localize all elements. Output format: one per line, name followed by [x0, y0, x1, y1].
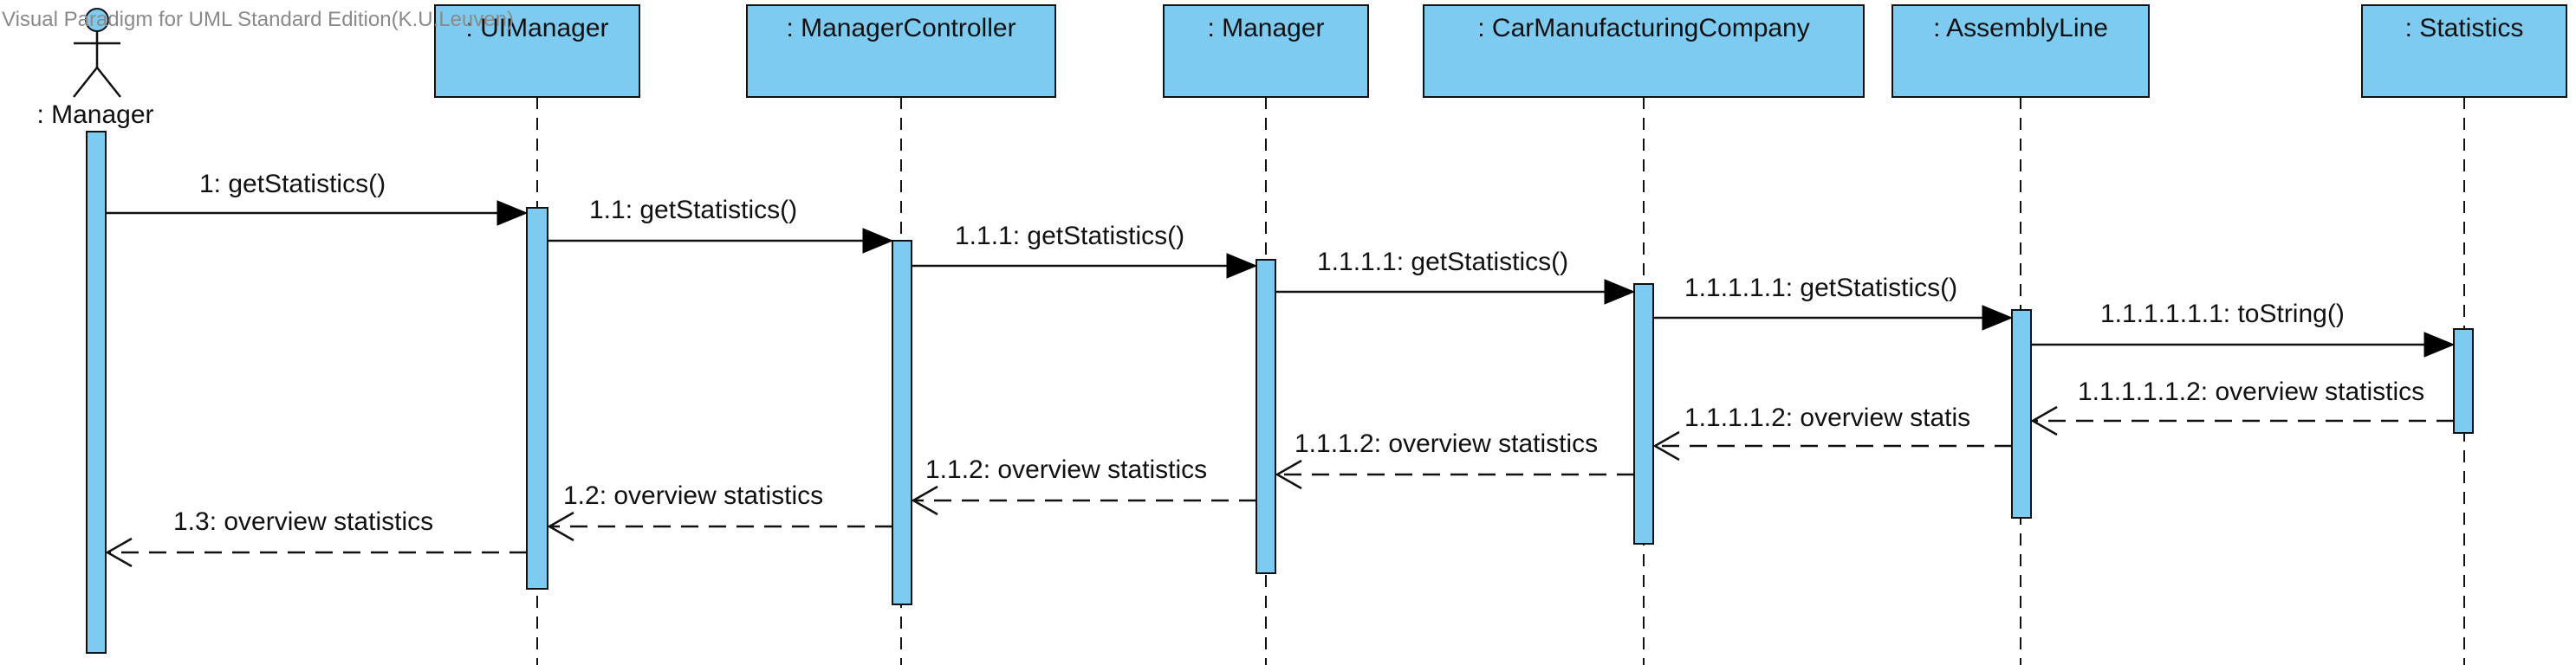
- message-label: 1.1.1.1.2: overview statis: [1684, 404, 1970, 432]
- message-call-1-1-1-1-1-1[interactable]: 1.1.1.1.1.1: toString(): [2031, 300, 2456, 358]
- message-label: 1.1.1: getStatistics(): [955, 222, 1184, 250]
- lifeline-statistics[interactable]: : Statistics: [2361, 4, 2567, 98]
- open-arrowhead-icon: [1275, 459, 1302, 490]
- lifeline-assemblyline[interactable]: : AssemblyLine: [1891, 4, 2150, 98]
- lifeline-label-uimanager: : UIManager: [465, 14, 608, 42]
- message-return-1-2[interactable]: 1.2: overview statistics: [547, 481, 892, 542]
- watermark: Visual Paradigm for UML Standard Edition…: [2, 8, 514, 31]
- message-call-1-1-1[interactable]: 1.1.1: getStatistics(): [912, 222, 1258, 279]
- message-label: 1.1.1.1: getStatistics(): [1317, 248, 1568, 276]
- message-return-1-1-2[interactable]: 1.1.2: overview statistics: [911, 455, 1256, 516]
- lifeline-label-statistics: : Statistics: [2405, 14, 2524, 42]
- filled-arrowhead-icon: [496, 200, 529, 226]
- message-return-1-1-1-1-2[interactable]: 1.1.1.1.2: overview statis: [1652, 404, 2012, 462]
- lifeline-label-manager: : Manager: [1207, 14, 1324, 42]
- lifeline-label-managercontroller: : ManagerController: [786, 14, 1015, 42]
- message-label: 1: getStatistics(): [199, 170, 386, 198]
- activation-bar-carmanufacturingcompany: [1633, 283, 1654, 545]
- filled-arrowhead-icon: [1982, 305, 2014, 331]
- filled-arrowhead-icon: [1604, 279, 1636, 305]
- activation-bar-manager-actor: [86, 131, 107, 654]
- stick-figure-actor-icon: [73, 8, 121, 98]
- open-arrowhead-icon: [547, 511, 574, 542]
- filled-arrowhead-icon: [1226, 253, 1258, 279]
- filled-arrowhead-icon: [2424, 332, 2456, 358]
- activation-bar-manager: [1256, 259, 1276, 574]
- message-label: 1.2: overview statistics: [563, 481, 823, 510]
- actor-manager[interactable]: : Manager: [36, 8, 154, 129]
- lifeline-carmanufacturingcompany[interactable]: : CarManufacturingCompany: [1423, 4, 1865, 98]
- message-return-1-1-1-1-1-2[interactable]: 1.1.1.1.1.2: overview statistics: [2030, 378, 2454, 436]
- activation-bar-uimanager: [526, 207, 548, 590]
- message-call-1-1[interactable]: 1.1: getStatistics(): [548, 196, 894, 254]
- open-arrowhead-icon: [911, 485, 938, 516]
- message-call-1-1-1-1[interactable]: 1.1.1.1: getStatistics(): [1275, 248, 1636, 305]
- message-call-1-1-1-1-1[interactable]: 1.1.1.1.1: getStatistics(): [1653, 274, 2014, 331]
- lifeline-label-assemblyline: : AssemblyLine: [1933, 14, 2108, 42]
- message-call-1[interactable]: 1: getStatistics(): [106, 170, 529, 226]
- open-arrowhead-icon: [1652, 430, 1680, 462]
- message-label: 1.1.1.1.1: getStatistics(): [1684, 274, 1957, 302]
- open-arrowhead-icon: [105, 537, 133, 568]
- message-return-1-3[interactable]: 1.3: overview statistics: [105, 507, 527, 568]
- message-label: 1.1.2: overview statistics: [925, 455, 1207, 484]
- activation-bar-assemblyline: [2011, 309, 2032, 519]
- message-label: 1.1.1.1.1.2: overview statistics: [2078, 378, 2424, 406]
- activation-bar-managercontroller: [892, 240, 912, 605]
- message-label: 1.1.1.1.1.1: toString(): [2100, 300, 2345, 328]
- open-arrowhead-icon: [2030, 405, 2058, 436]
- actor-label: : Manager: [36, 100, 153, 129]
- filled-arrowhead-icon: [862, 228, 894, 254]
- lifeline-manager[interactable]: : Manager: [1163, 4, 1369, 98]
- message-label: 1.3: overview statistics: [173, 507, 433, 536]
- message-return-1-1-1-2[interactable]: 1.1.1.2: overview statistics: [1275, 429, 1634, 490]
- lifeline-label-carmanufacturingcompany: : CarManufacturingCompany: [1477, 14, 1810, 42]
- activation-bar-statistics: [2453, 328, 2474, 434]
- message-label: 1.1: getStatistics(): [589, 196, 797, 224]
- lifeline-managercontroller[interactable]: : ManagerController: [746, 4, 1056, 98]
- lifeline-uimanager[interactable]: : UIManager: [434, 4, 640, 98]
- message-label: 1.1.1.2: overview statistics: [1294, 429, 1598, 458]
